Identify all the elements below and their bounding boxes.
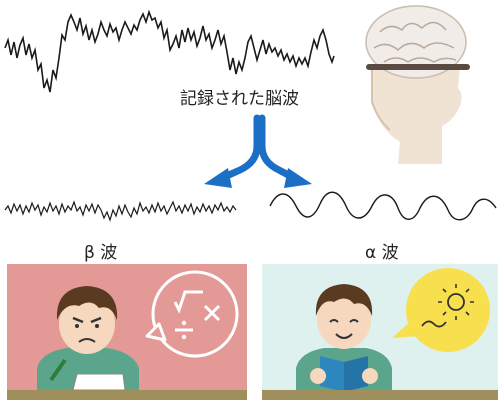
alpha-panel <box>262 264 498 400</box>
smiling-boy <box>296 284 392 400</box>
sun-thought-bubble <box>392 268 490 352</box>
recorded-brainwave-label: 記録された脳波 <box>180 89 299 109</box>
frowning-boy <box>37 286 139 400</box>
brain-head-illustration <box>365 5 470 164</box>
sun-icon <box>447 293 465 311</box>
beta-wave <box>4 200 237 222</box>
math-thought-bubble <box>145 270 239 358</box>
beta-panel <box>7 264 247 400</box>
desk <box>7 390 247 400</box>
alpha-wave <box>269 191 497 221</box>
desk <box>262 390 498 400</box>
beta-wave-label: β 波 <box>84 243 118 263</box>
split-arrow-icon <box>204 114 312 188</box>
brain-icon <box>365 5 467 79</box>
alpha-wave-label: α 波 <box>365 243 399 263</box>
book-icon <box>320 356 344 392</box>
recorded-brainwave <box>4 9 335 93</box>
